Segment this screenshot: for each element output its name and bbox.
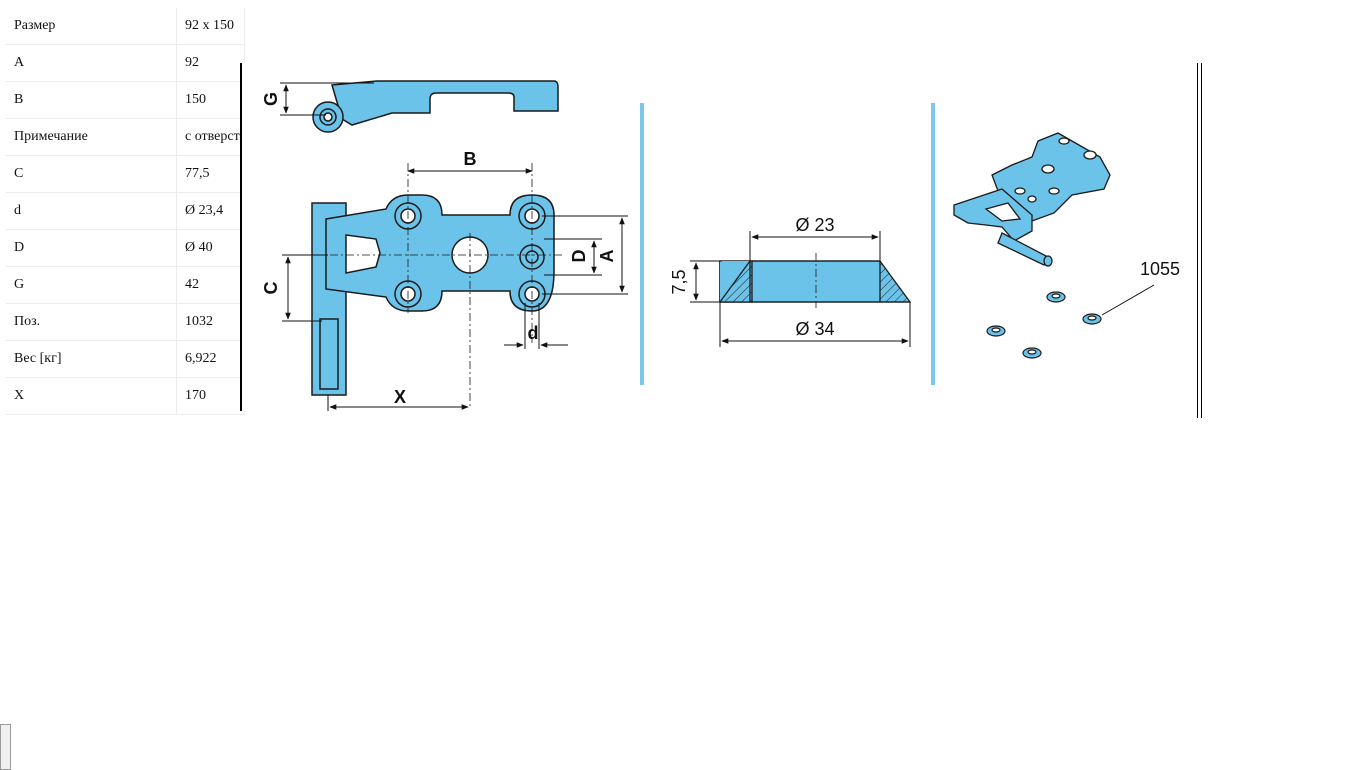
plan-view xyxy=(311,194,555,396)
table-row: Поз.1032 xyxy=(6,303,245,341)
spec-value: Ø 23,4 xyxy=(176,192,245,230)
table-row: Вес [кг]6,922 xyxy=(6,340,245,378)
spec-key: A xyxy=(6,44,177,82)
label-washer-inner: Ø 23 xyxy=(795,215,834,235)
technical-drawing: G xyxy=(240,63,1206,411)
iso-washers xyxy=(986,291,1102,359)
isometric-view xyxy=(953,132,1111,267)
hinge-pin-shaft xyxy=(319,318,339,390)
spec-value: Ø 40 xyxy=(176,229,245,267)
label-d-upper: D xyxy=(569,250,589,263)
plan-centerlines xyxy=(282,163,562,408)
spec-key: Поз. xyxy=(6,303,177,341)
spec-key: G xyxy=(6,266,177,304)
plan-dimensions xyxy=(282,168,628,411)
spec-key: Вес [кг] xyxy=(6,340,177,378)
label-b: B xyxy=(464,149,477,169)
spec-key: Размер xyxy=(6,8,177,45)
g-dimension: G xyxy=(261,82,374,116)
washer-section xyxy=(719,260,912,303)
spec-value: 77,5 xyxy=(176,155,245,193)
spec-key: d xyxy=(6,192,177,230)
spec-value: 150 xyxy=(176,81,245,119)
label-c: C xyxy=(261,282,281,295)
spec-key: B xyxy=(6,81,177,119)
label-d-lower: d xyxy=(528,323,539,343)
spec-value: 1032 xyxy=(176,303,245,341)
spec-value: 42 xyxy=(176,266,245,304)
hinge-plate xyxy=(325,194,555,312)
label-g: G xyxy=(261,92,281,106)
part-leader-line xyxy=(1101,284,1155,316)
label-a: A xyxy=(597,250,617,263)
label-part-number: 1055 xyxy=(1140,259,1180,279)
spec-key: Примечание xyxy=(6,118,177,156)
side-view xyxy=(312,80,559,133)
spec-value: с отверстием xyxy=(176,118,245,156)
drawing-right-border xyxy=(1197,63,1198,418)
side-view-plate xyxy=(331,80,559,126)
iso-plate xyxy=(991,132,1111,222)
iso-pin xyxy=(997,232,1049,266)
spec-key: X xyxy=(6,377,177,415)
drawing-svg: G xyxy=(261,80,1180,411)
washer-dimensions xyxy=(690,231,911,347)
spec-value: 6,922 xyxy=(176,340,245,378)
scrollbar-fragment[interactable] xyxy=(0,724,11,770)
hinge-slot xyxy=(345,234,381,274)
spec-value: 92 xyxy=(176,44,245,82)
label-washer-outer: Ø 34 xyxy=(795,319,834,339)
spec-value: 170 xyxy=(176,377,245,415)
spec-value: 92 x 150 xyxy=(176,8,245,45)
label-washer-height: 7,5 xyxy=(669,269,689,294)
spec-key: D xyxy=(6,229,177,267)
label-x: X xyxy=(394,387,406,407)
spec-key: C xyxy=(6,155,177,193)
